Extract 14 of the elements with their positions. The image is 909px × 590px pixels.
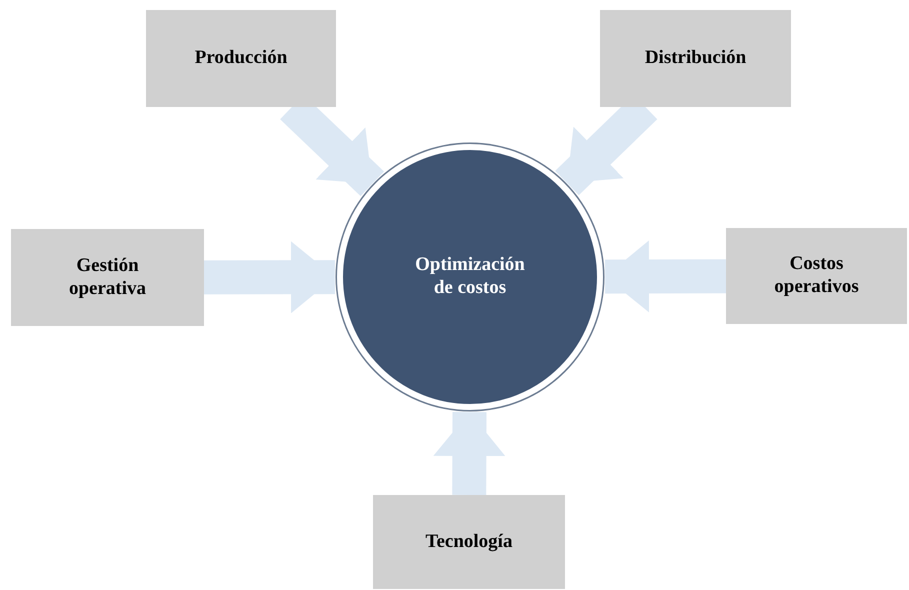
category-box	[11, 229, 204, 326]
category-box	[373, 495, 565, 589]
node-label: Optimización de costos	[414, 254, 526, 300]
node-label: Costos operativos	[773, 253, 860, 299]
category-box	[600, 10, 791, 107]
node-label: Distribución	[644, 47, 748, 70]
node-label: Gestión operativa	[68, 254, 148, 300]
category-box	[726, 228, 907, 324]
node-label: Tecnología	[424, 530, 514, 554]
category-box	[146, 10, 336, 107]
node-label: Producción	[194, 47, 288, 70]
arrow	[604, 240, 726, 312]
arrow	[433, 412, 506, 496]
arrow	[204, 241, 336, 314]
